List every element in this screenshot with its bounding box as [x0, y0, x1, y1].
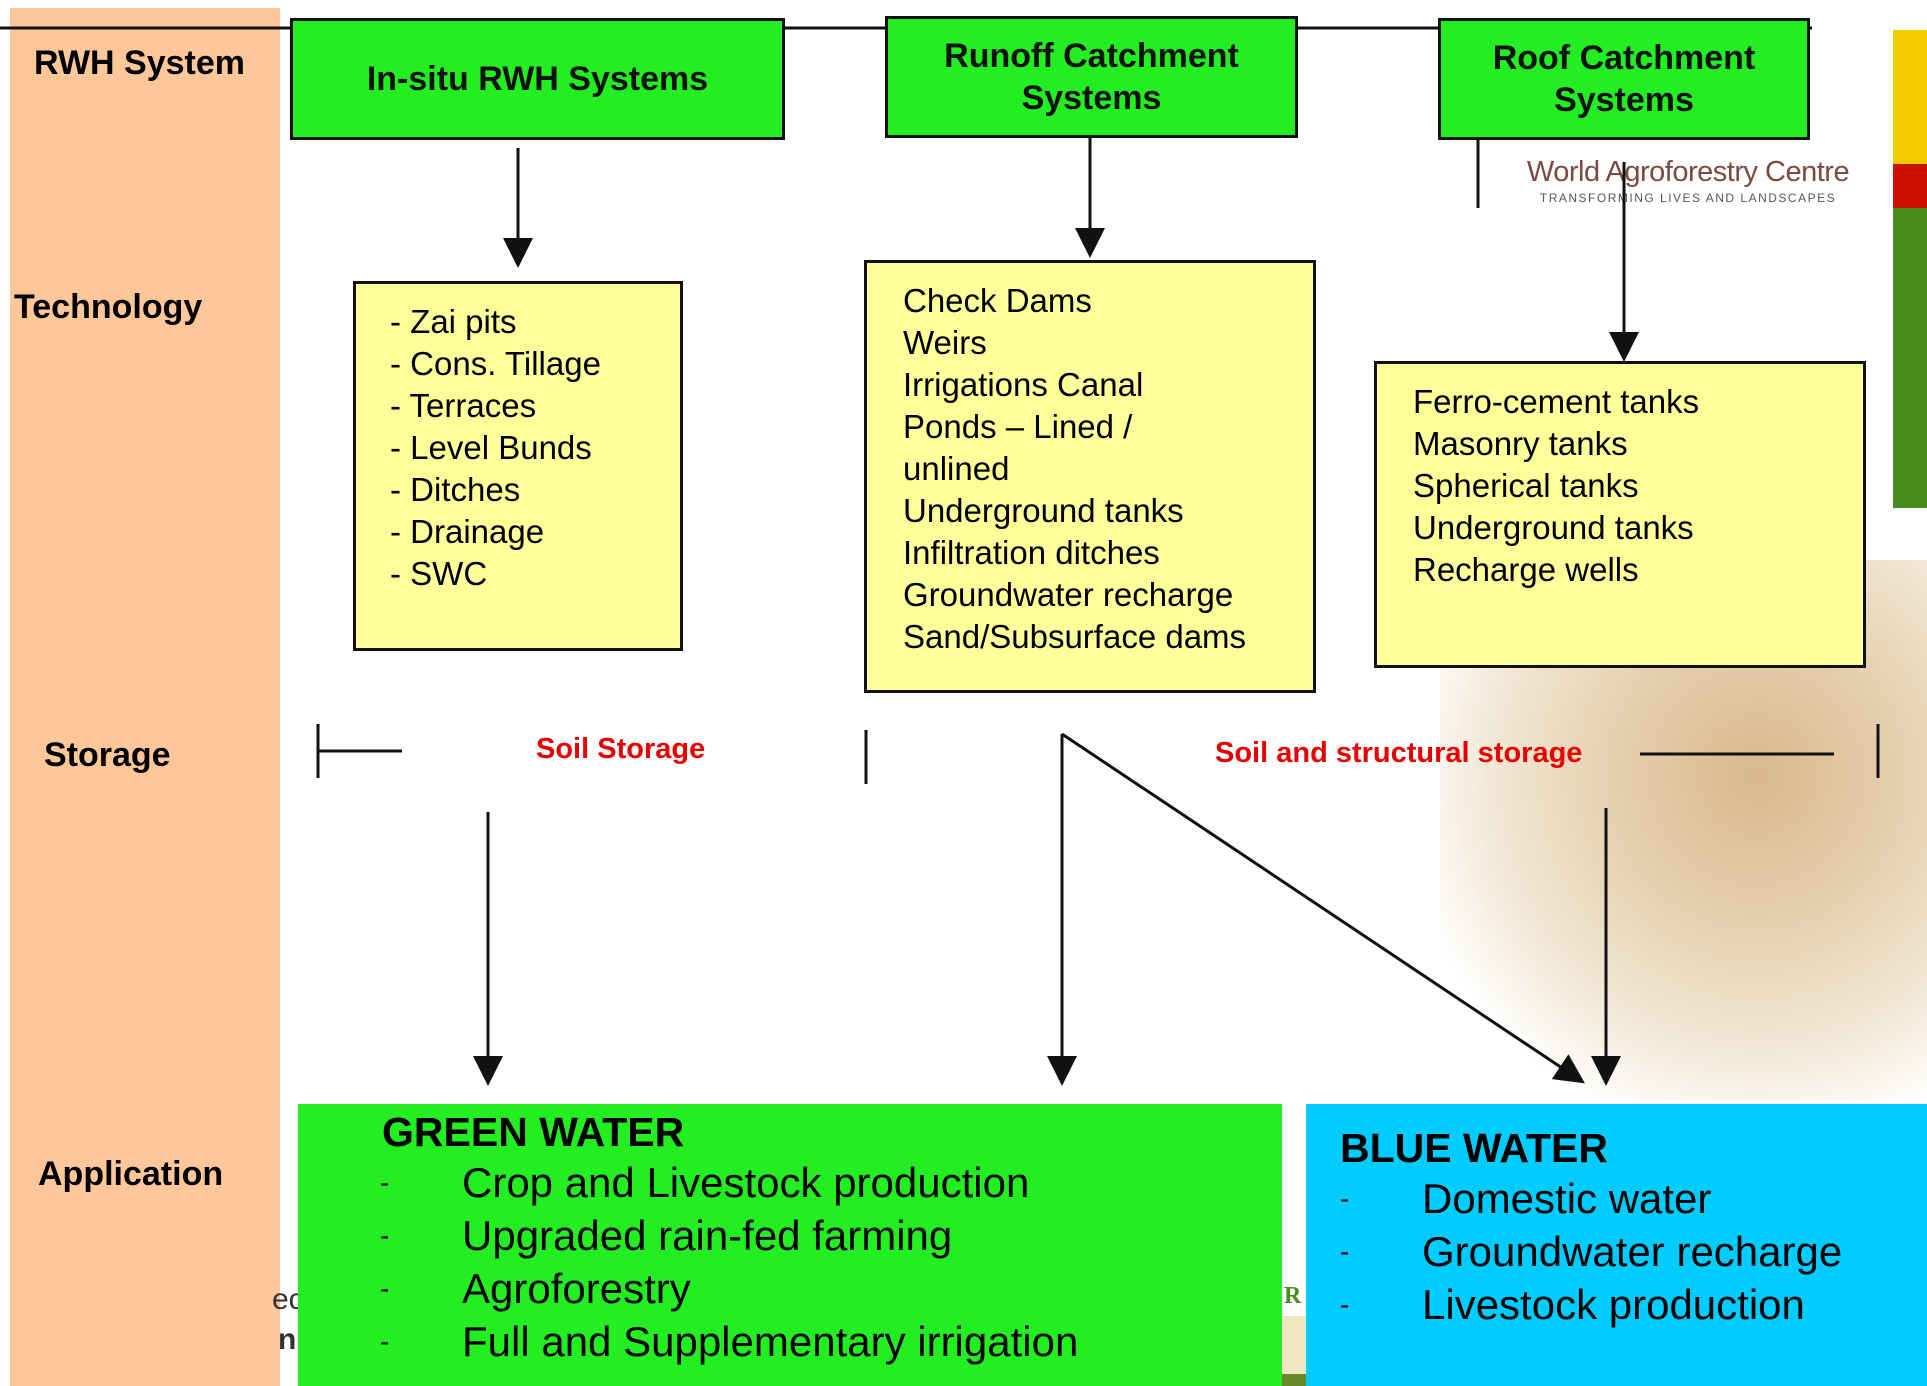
blue-water-item-text: Livestock production [1422, 1281, 1805, 1328]
row-label-column [10, 8, 280, 1386]
bullet-dash: - [380, 1273, 390, 1304]
runoff-system-box: Runoff Catchment Systems [885, 16, 1298, 138]
blue-water-item: - Livestock production [1306, 1278, 1927, 1331]
tech-item: - Cons. Tillage [390, 345, 601, 382]
stripe-green [1893, 208, 1927, 508]
green-water-item: - Full and Supplementary irrigation [298, 1315, 1282, 1368]
tech-item: Groundwater recharge [903, 576, 1234, 613]
stripe-red [1893, 164, 1927, 208]
blue-water-item-text: Domestic water [1422, 1175, 1712, 1222]
green-water-item: - Crop and Livestock production [298, 1156, 1282, 1209]
blue-water-item: - Groundwater recharge [1306, 1225, 1927, 1278]
row-label-rwh-system: RWH System [34, 44, 245, 82]
runoff-system-label: Runoff Catchment Systems [944, 37, 1239, 117]
logo-name: World Agroforestry Centre [1526, 156, 1850, 188]
runoff-technology-box: Check Dams Weirs Irrigations Canal Ponds… [864, 260, 1316, 693]
insitu-system-label: In-situ RWH Systems [366, 60, 709, 98]
green-water-item-text: Upgraded rain-fed farming [462, 1212, 953, 1259]
green-water-box: GREEN WATER - Crop and Livestock producti… [298, 1104, 1282, 1386]
green-water-item-text: Crop and Livestock production [462, 1159, 1030, 1206]
green-water-title: GREEN WATER [382, 1109, 685, 1155]
tech-item: Infiltration ditches [903, 534, 1160, 571]
roof-technology-box: Ferro-cement tanks Masonry tanks Spheric… [1374, 361, 1866, 668]
green-water-item: - Agroforestry [298, 1262, 1282, 1315]
tech-item: - SWC [390, 555, 488, 592]
tech-item: Irrigations Canal [903, 366, 1144, 403]
insitu-system-box: In-situ RWH Systems [290, 18, 785, 140]
tech-item: Weirs [903, 324, 987, 361]
row-label-technology: Technology [14, 288, 203, 326]
roof-system-label: Roof Catchment Systems [1492, 39, 1756, 119]
logo-tagline: TRANSFORMING LIVES AND LANDSCAPES [1539, 191, 1837, 205]
tech-item: - Terraces [390, 387, 537, 424]
bullet-dash: - [1340, 1183, 1350, 1214]
bullet-dash: - [380, 1167, 390, 1198]
tech-item: - Ditches [390, 471, 521, 508]
arrow-runoff-to-blue [1061, 732, 1585, 1084]
soil-storage-label: Soil Storage [536, 733, 706, 765]
bullet-dash: - [1340, 1289, 1350, 1320]
tech-item: Sand/Subsurface dams [903, 618, 1247, 655]
tech-item: - Level Bunds [390, 429, 592, 466]
blue-water-title: BLUE WATER [1340, 1125, 1609, 1171]
tech-item: - Drainage [390, 513, 545, 550]
tech-item: unlined [903, 450, 1010, 487]
row-label-application: Application [38, 1155, 224, 1193]
green-water-item-text: Full and Supplementary irrigation [462, 1318, 1079, 1365]
background-text-fragment: R [1284, 1283, 1302, 1309]
tech-item: - Zai pits [390, 303, 517, 340]
world-agroforestry-logo: World Agroforestry Centre TRANSFORMING L… [1518, 156, 1858, 205]
tech-item: Masonry tanks [1413, 425, 1628, 462]
blue-water-item-text: Groundwater recharge [1422, 1228, 1843, 1275]
green-water-item-text: Agroforestry [462, 1265, 691, 1312]
blue-water-box: BLUE WATER - Domestic water - Groundwater … [1306, 1104, 1927, 1386]
tech-item: Ponds – Lined / [903, 408, 1133, 445]
bullet-dash: - [380, 1326, 390, 1357]
blue-water-item: - Domestic water [1306, 1172, 1927, 1225]
row-label-storage: Storage [44, 736, 171, 774]
bullet-dash: - [1340, 1236, 1350, 1267]
tech-item: Underground tanks [1413, 509, 1694, 546]
insitu-technology-box: - Zai pits - Cons. Tillage - Terraces - … [353, 281, 683, 651]
green-water-item: - Upgraded rain-fed farming [298, 1209, 1282, 1262]
tech-item: Ferro-cement tanks [1413, 383, 1700, 420]
tech-item: Spherical tanks [1413, 467, 1639, 504]
background-text-fragment: n [278, 1323, 297, 1356]
structural-storage-label: Soil and structural storage [1215, 737, 1583, 769]
background-panel-strip [1282, 1316, 1306, 1374]
tech-item: Check Dams [903, 282, 1092, 319]
bullet-dash: - [380, 1220, 390, 1251]
tech-item: Recharge wells [1413, 551, 1639, 588]
stripe-yellow [1893, 30, 1927, 164]
background-panel-strip [1282, 1374, 1306, 1386]
roof-system-box: Roof Catchment Systems [1438, 18, 1810, 140]
tech-item: Underground tanks [903, 492, 1184, 529]
